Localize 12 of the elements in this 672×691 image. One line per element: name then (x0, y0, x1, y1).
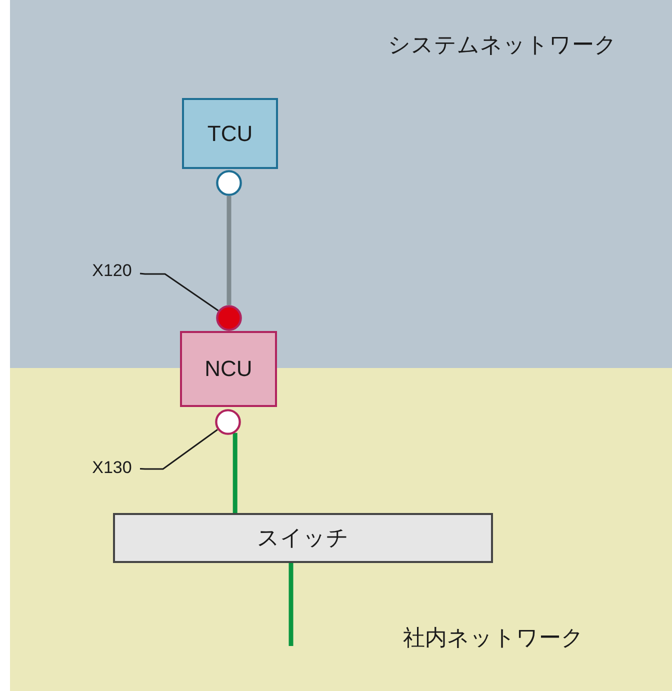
device-box: TCU (182, 98, 278, 169)
port-label: X130 (84, 456, 140, 480)
leader-line (140, 429, 218, 470)
zone-title: システムネットワーク (388, 31, 617, 59)
cable-line (226, 196, 232, 305)
cable-line (232, 432, 238, 513)
switch-box: スイッチ (113, 513, 493, 563)
port-label: X120 (84, 259, 140, 283)
cable-line (288, 563, 294, 646)
zone-title: 社内ネットワーク (403, 624, 584, 652)
device-box: NCU (180, 331, 277, 407)
leader-line (140, 272, 219, 312)
